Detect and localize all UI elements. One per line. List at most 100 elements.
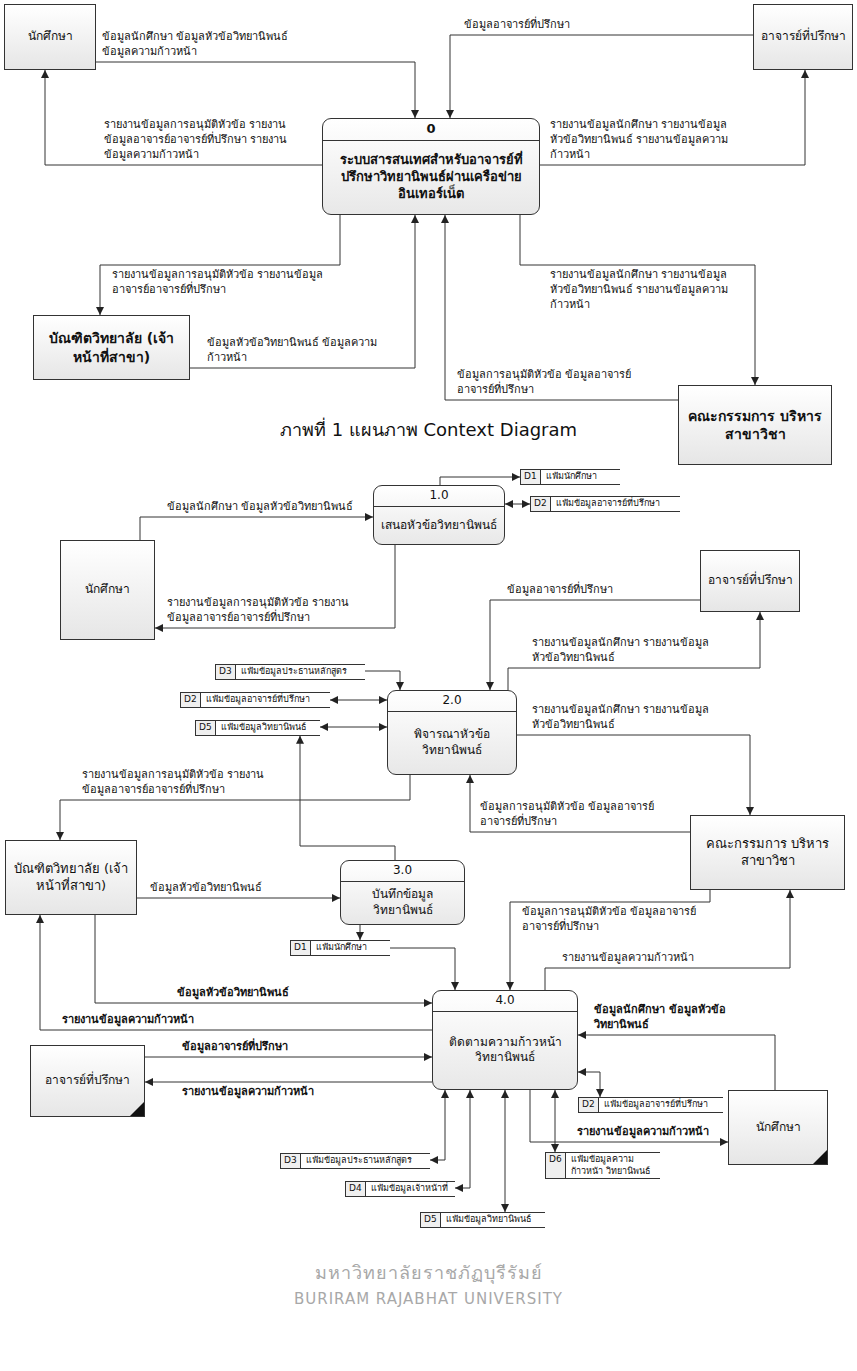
data-flow (430, 1090, 445, 1160)
flow-label: รายงานข้อมูลความก้าวหน้า (575, 1125, 711, 1140)
data-flow (145, 1057, 432, 1058)
process-number: 2.0 (388, 691, 516, 712)
data-flow (440, 477, 520, 485)
data-flow (320, 727, 387, 728)
entity-name: อาจารย์ที่ปรึกษา (708, 573, 793, 589)
external-entity: คณะกรรมการ บริหารสาขาวิชา (690, 815, 845, 890)
data-flow (390, 948, 455, 990)
store-id: D3 (281, 1154, 301, 1168)
process-box: 4.0ติดตามความก้าวหน้า วิทยานิพนธ์ (432, 990, 578, 1090)
store-id: D5 (421, 1213, 441, 1227)
data-flow (155, 545, 395, 628)
store-id: D1 (291, 941, 311, 955)
process-box: 0ระบบสารสนเทศสำหรับอาจารย์ที่ ปรึกษาวิทย… (322, 118, 540, 215)
store-id: D1 (521, 470, 541, 484)
external-entity: นักศึกษา (4, 4, 96, 70)
process-number: 1.0 (374, 486, 504, 507)
watermark: BURIRAM RAJABHAT UNIVERSITY (0, 1290, 857, 1308)
flow-label: รายงานข้อมูลนักศึกษา รายงานข้อมูลหัวข้อว… (530, 636, 730, 666)
data-flow (470, 775, 690, 832)
watermark: มหาวิทยาลัยราชภัฏบุรีรัมย์ (0, 1258, 857, 1287)
store-id: D4 (346, 1182, 366, 1196)
process-box: 2.0พิจารณาหัวข้อ วิทยานิพนธ์ (387, 690, 517, 775)
data-flow (505, 1090, 506, 1212)
flow-label: ข้อมูลนักศึกษา ข้อมูลหัวข้อวิทยานิพนธ์ (165, 500, 356, 515)
flow-label: ข้อมูลหัวข้อวิทยานิพนธ์ (175, 986, 291, 1001)
data-store: D5แฟ้มข้อมูลวิทยานิพนธ์ (195, 720, 320, 736)
data-store: D1แฟ้มนักศึกษา (290, 940, 390, 956)
data-flow (555, 1090, 556, 1152)
data-flow (508, 612, 760, 690)
data-flow (520, 215, 755, 385)
flow-label: ข้อมูลการอนุมัติหัวข้อ ข้อมูลอาจารย์อาจา… (520, 905, 715, 935)
entity-name: บัณฑิตวิทยาลัย (เจ้าหน้าที่สาขา) (37, 329, 186, 365)
data-store: D2แฟ้มข้อมูลอาจารย์ที่ปรึกษา (180, 692, 330, 708)
process-name: ระบบสารสนเทศสำหรับอาจารย์ที่ ปรึกษาวิทยา… (323, 141, 539, 214)
external-entity: อาจารย์ที่ปรึกษา (700, 550, 800, 612)
entity-name: นักศึกษา (85, 582, 130, 598)
flow-label: รายงานข้อมูลความก้าวหน้า (60, 1013, 196, 1028)
external-entity: อาจารย์ที่ปรึกษา (753, 4, 853, 70)
data-flow (505, 504, 530, 505)
data-flow (140, 517, 373, 540)
store-name: แฟ้มข้อมูลเจ้าหน้าที่ (366, 1182, 455, 1196)
store-name: แฟ้มข้อมูลอาจารย์ที่ปรึกษา (551, 497, 680, 511)
process-name: เสนอหัวข้อวิทยานิพนธ์ (374, 507, 504, 544)
flow-label: ข้อมูลการอนุมัติหัวข้อ ข้อมูลอาจารย์อาจา… (455, 368, 670, 398)
data-store: D6แฟ้มข้อมูลความก้าวหน้า วิทยานิพนธ์ (545, 1152, 660, 1179)
data-flow (96, 62, 415, 118)
external-entity: อาจารย์ที่ปรึกษา (30, 1045, 145, 1117)
data-store: D5แฟ้มข้อมูลวิทยานิพนธ์ (420, 1212, 545, 1228)
store-name: แฟ้มนักศึกษา (311, 941, 390, 955)
process-number: 3.0 (341, 861, 464, 882)
entity-name: คณะกรรมการ บริหารสาขาวิชา (694, 836, 841, 870)
store-id: D5 (196, 721, 216, 735)
flow-label: ข้อมูลอาจารย์ที่ปรึกษา (505, 583, 615, 598)
entity-name: อาจารย์ที่ปรึกษา (761, 29, 846, 45)
entity-name: บัณฑิตวิทยาลัย (เจ้าหน้าที่สาขา) (9, 861, 133, 895)
store-id: D2 (531, 497, 551, 511)
process-name: พิจารณาหัวข้อ วิทยานิพนธ์ (388, 712, 516, 774)
data-flow (45, 70, 322, 165)
data-flow (100, 215, 340, 315)
data-store: D2แฟ้มข้อมูลอาจารย์ที่ปรึกษา (578, 1097, 723, 1113)
entity-name: คณะกรรมการ บริหารสาขาวิชา (682, 407, 828, 443)
data-flow (330, 700, 387, 701)
process-box: 1.0เสนอหัวข้อวิทยานิพนธ์ (373, 485, 505, 545)
external-entity: บัณฑิตวิทยาลัย (เจ้าหน้าที่สาขา) (33, 315, 190, 380)
flow-label: ข้อมูลหัวข้อวิทยานิพนธ์ ข้อมูลความก้าวหน… (205, 336, 405, 366)
store-id: D3 (216, 665, 236, 679)
flow-label: รายงานข้อมูลการอนุมัติหัวข้อ รายงานข้อมู… (80, 768, 290, 798)
data-flow (578, 1072, 600, 1097)
data-store: D3แฟ้มข้อมูลประธานหลักสูตร (215, 664, 365, 680)
flow-label: ข้อมูลอาจารย์ที่ปรึกษา (462, 18, 572, 33)
data-flow (540, 70, 805, 165)
data-flow (137, 898, 340, 899)
entity-name: อาจารย์ที่ปรึกษา (45, 1073, 130, 1089)
data-flow (365, 671, 400, 690)
flow-label: รายงานข้อมูลการอนุมัติหัวข้อ รายงานข้อมู… (110, 268, 330, 298)
data-flow (450, 35, 753, 118)
store-name: แฟ้มข้อมูลประธานหลักสูตร (236, 665, 365, 679)
data-flow (95, 915, 432, 1003)
external-entity: คณะกรรมการ บริหารสาขาวิชา (678, 385, 832, 465)
store-name: แฟ้มข้อมูลอาจารย์ที่ปรึกษา (599, 1098, 723, 1112)
data-store: D2แฟ้มข้อมูลอาจารย์ที่ปรึกษา (530, 496, 680, 512)
flow-label: รายงานข้อมูลนักศึกษา รายงานข้อมูลหัวข้อว… (548, 268, 753, 313)
store-name: แฟ้มข้อมูลวิทยานิพนธ์ (441, 1213, 545, 1227)
process-name: บันทึกข้อมูล วิทยานิพนธ์ (341, 882, 464, 924)
data-flow (145, 1082, 432, 1083)
store-name: แฟ้มนักศึกษา (541, 470, 620, 484)
data-store: D1แฟ้มนักศึกษา (520, 469, 620, 485)
process-number: 4.0 (433, 991, 577, 1012)
data-flow (40, 915, 432, 1030)
data-flow (360, 925, 361, 940)
external-entity: นักศึกษา (728, 1090, 828, 1165)
flow-label: รายงานข้อมูลความก้าวหน้า (180, 1085, 316, 1100)
store-id: D2 (579, 1098, 599, 1112)
entity-name: นักศึกษา (756, 1120, 801, 1136)
store-name: แฟ้มข้อมูลวิทยานิพนธ์ (216, 721, 320, 735)
flow-label: รายงานข้อมูลความก้าวหน้า (560, 951, 696, 966)
store-id: D6 (546, 1153, 566, 1178)
flow-label: รายงานข้อมูลการอนุมัติหัวข้อ รายงานข้อมู… (165, 596, 380, 626)
